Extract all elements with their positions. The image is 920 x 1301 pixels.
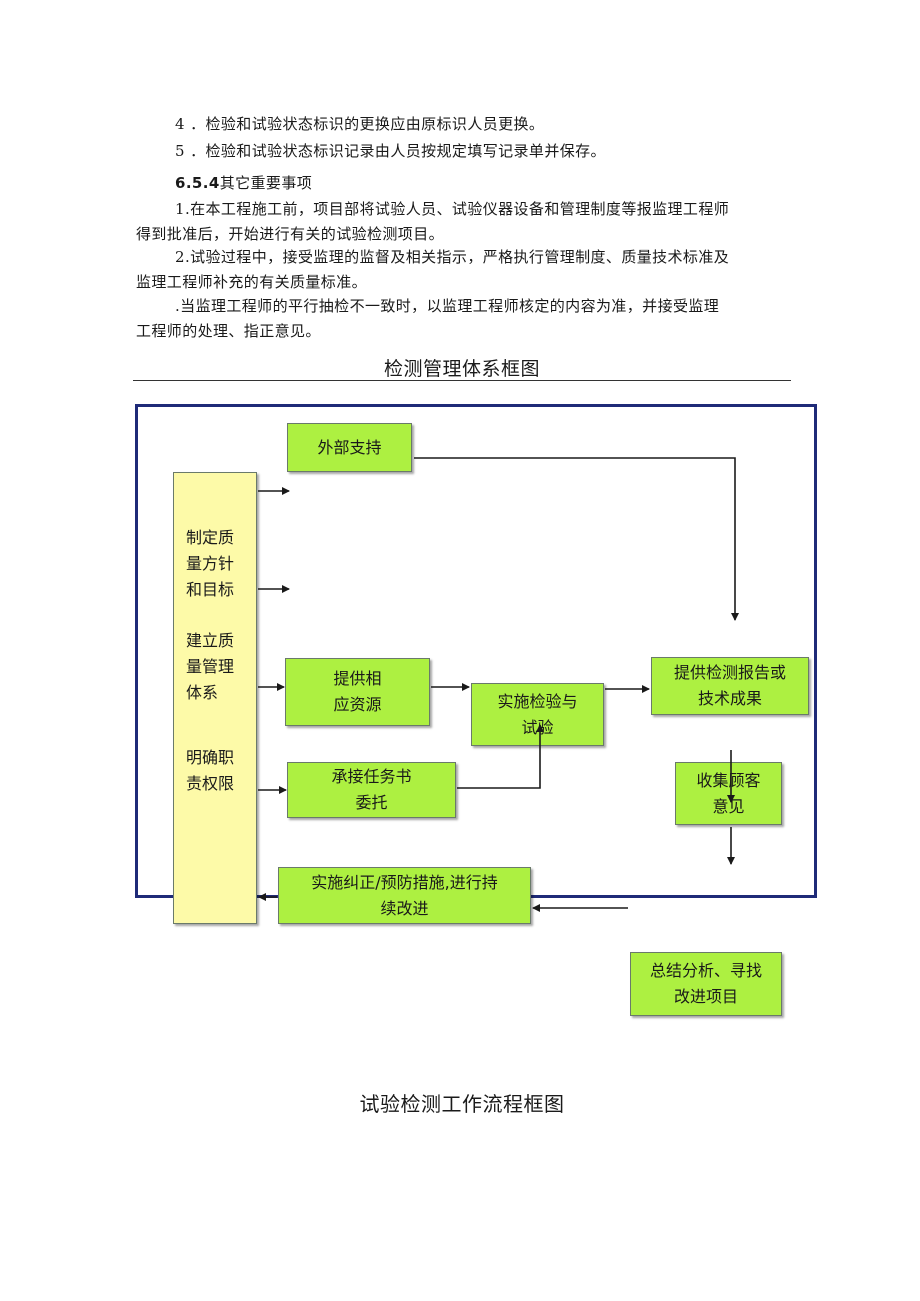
diagram-caption-top: 检测管理体系框图: [383, 358, 540, 380]
paragraph-line-4: 4 ．检验和试验状态标识的更换应由原标识人员更换。: [175, 115, 545, 133]
box-corrective-action: 实施纠正/预防措施,进行持 续改进: [278, 867, 531, 924]
paragraph-1-line-b: 得到批准后，开始进行有关的试验检测项目。: [136, 225, 445, 243]
arrow-external-to-report: [414, 457, 739, 621]
caption-underline: [133, 380, 791, 381]
section-heading: 6.5.4其它重要事项: [175, 171, 312, 195]
box-implement-test: 实施检验与 试验: [471, 683, 604, 746]
side-item-quality-policy: 制定质 量方针 和目标: [186, 528, 235, 599]
side-item-quality-system: 建立质 量管理 体系: [186, 631, 235, 702]
box-external-support: 外部支持: [287, 423, 412, 472]
box-provide-resources: 提供相 应资源: [285, 658, 430, 726]
diagram-caption-bottom: 试验检测工作流程框图: [359, 1092, 565, 1116]
side-column: 制定质 量方针 和目标 建立质 量管理 体系 明确职 责权限: [173, 472, 257, 924]
section-title: 其它重要事项: [219, 174, 313, 192]
paragraph-3-line-a: .当监理工程师的平行抽检不一致时，以监理工程师核定的内容为准，并接受监理: [175, 297, 720, 315]
paragraph-2-line-b: 监理工程师补充的有关质量标准。: [136, 273, 368, 291]
paragraph-2-line-a: 2.试验过程中，接受监理的监督及相关指示，严格执行管理制度、质量技术标准及: [175, 248, 730, 266]
box-summary-analysis: 总结分析、寻找 改进项目: [630, 952, 782, 1016]
box-provide-report: 提供检测报告或 技术成果: [651, 657, 809, 715]
paragraph-3-line-b: 工程师的处理、指正意见。: [136, 322, 321, 340]
side-item-responsibility: 明确职 责权限: [186, 748, 235, 793]
arrow-task-to-test: [457, 724, 544, 789]
paragraph-1-line-a: 1.在本工程施工前，项目部将试验人员、试验仪器设备和管理制度等报监理工程师: [175, 200, 730, 218]
box-collect-feedback: 收集顾客 意见: [675, 762, 782, 825]
paragraph-line-5: 5 ．检验和试验状态标识记录由人员按规定填写记录单并保存。: [175, 142, 606, 160]
section-number: 6.5.4: [175, 174, 220, 192]
box-accept-task: 承接任务书 委托: [287, 762, 456, 818]
